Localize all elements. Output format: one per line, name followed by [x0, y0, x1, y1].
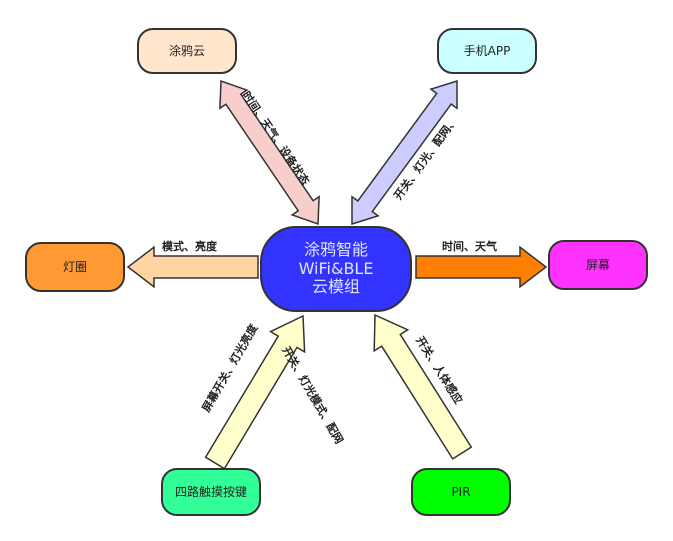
node-touch: 四路触摸按键: [161, 468, 261, 516]
node-center-line-3: 云模组: [311, 277, 360, 297]
node-pir-label: PIR: [451, 484, 471, 499]
arrow-pir: [373, 313, 473, 460]
node-touch-label: 四路触摸按键: [174, 484, 247, 499]
node-center-line-1: 涂鸦智能: [303, 240, 368, 260]
arrow-cloud: [219, 79, 320, 226]
node-app-label: 手机APP: [463, 43, 511, 58]
edge-label-ring: 模式、亮度: [162, 240, 217, 253]
arrow-touch: [204, 314, 306, 470]
node-pir: PIR: [411, 468, 511, 516]
node-screen-label: 屏幕: [585, 257, 610, 272]
arrow-app: [351, 79, 458, 226]
edge-label-screen: 时间、天气: [442, 240, 497, 253]
node-cloud: 涂鸦云: [137, 28, 237, 74]
node-cloud-label: 涂鸦云: [168, 43, 205, 58]
arrow-ring: [126, 245, 259, 289]
node-center: 涂鸦智能 WiFi&BLE 云模组: [260, 226, 412, 312]
node-ring-label: 灯圈: [62, 259, 87, 274]
node-app: 手机APP: [437, 28, 537, 74]
node-center-line-2: WiFi&BLE: [298, 258, 374, 278]
node-ring: 灯圈: [25, 242, 125, 292]
arrow-screen: [415, 245, 548, 289]
node-screen: 屏幕: [548, 240, 648, 290]
